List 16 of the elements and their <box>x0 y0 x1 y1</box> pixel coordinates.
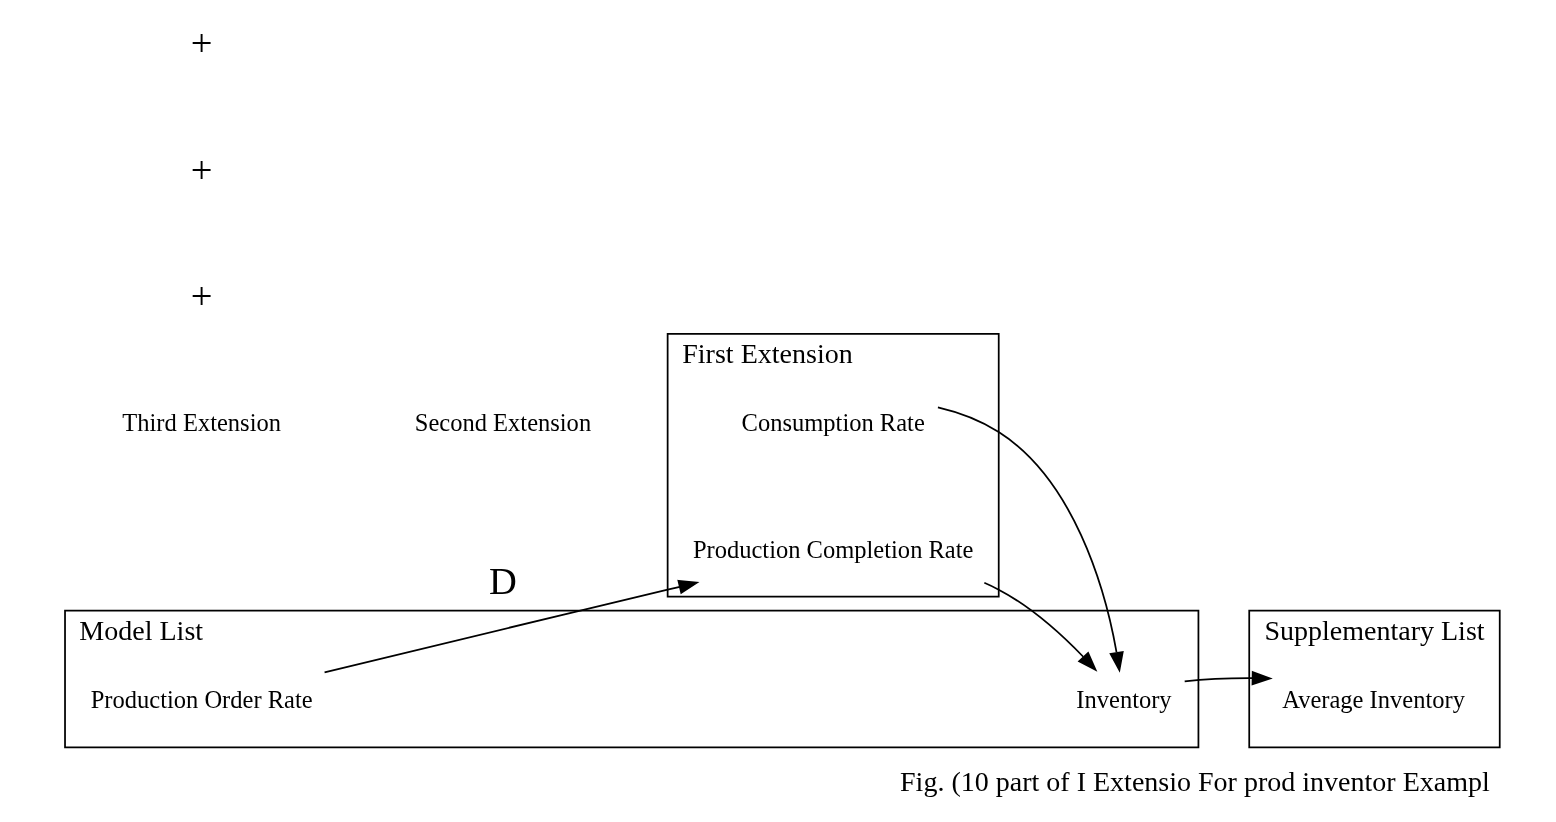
node-text: Production Order Rate <box>90 686 313 714</box>
node-text: Third Extension <box>122 409 281 437</box>
edge-label: D <box>489 560 517 603</box>
label: + <box>190 148 213 191</box>
label: + <box>190 22 213 65</box>
arrow <box>937 406 1124 673</box>
caption: Fig. (10 part of I Extensio For prod inventor Exampl <box>900 765 1490 797</box>
node-text: Second Extension <box>414 409 592 437</box>
arrow <box>983 581 1098 672</box>
arrow <box>323 579 700 674</box>
label: + <box>190 274 213 317</box>
node-text: Consumption Rate <box>741 409 925 437</box>
node-text: Inventory <box>1076 686 1172 714</box>
node-text: Production Completion Rate <box>692 535 974 563</box>
arrow <box>1183 670 1273 686</box>
node-text: Average Inventory <box>1282 686 1465 714</box>
